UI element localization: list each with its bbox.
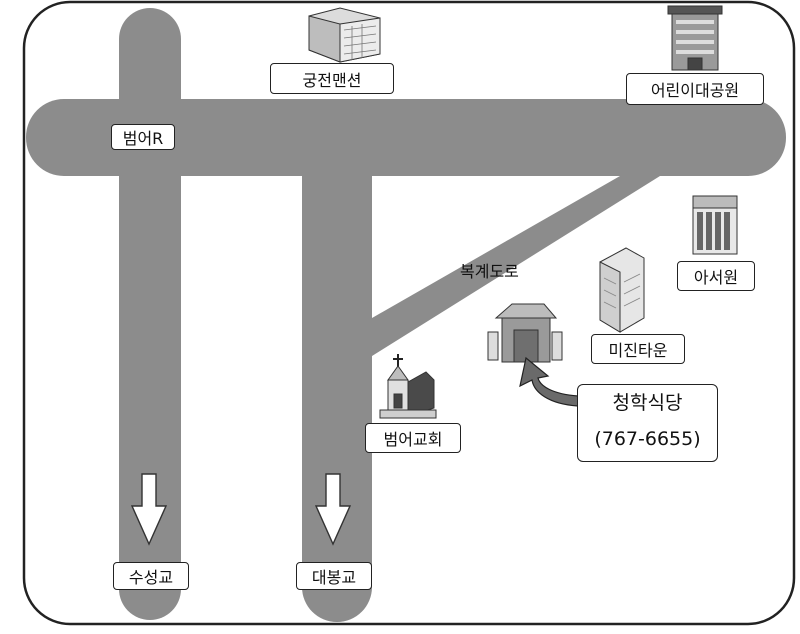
landmark-label-mansion: 궁전맨션 xyxy=(270,63,394,94)
road-network xyxy=(26,8,786,622)
bottom-label-suseonggyo: 수성교 xyxy=(113,562,189,590)
down-arrow-icon xyxy=(130,473,168,546)
church-icon xyxy=(379,354,437,419)
landmark-label-church: 범어교회 xyxy=(365,423,461,453)
office-tower-icon xyxy=(667,5,723,71)
road-diagonal xyxy=(372,176,660,356)
landmark-label-childrens-park: 어린이대공원 xyxy=(626,73,764,105)
destination-box: 청학식당 (767-6655) xyxy=(577,384,718,462)
destination-phone: (767-6655) xyxy=(594,428,701,450)
landmark-label-aseowon: 아서원 xyxy=(677,261,755,291)
down-arrow-icon xyxy=(314,473,352,546)
road-right-vertical xyxy=(302,110,372,622)
road-horizontal xyxy=(26,99,786,176)
apartment-building-icon xyxy=(308,7,381,63)
storefront-building-icon xyxy=(692,195,738,255)
destination-name: 청학식당 xyxy=(612,392,683,414)
road-label-diagonal: 복계도로 xyxy=(460,262,519,281)
curved-pointer-arrow-icon xyxy=(519,356,579,407)
landmark-label-mijin-town: 미진타운 xyxy=(591,334,685,364)
bottom-label-daebonggyo: 대봉교 xyxy=(296,562,372,590)
road-label-beomeo-r: 범어R xyxy=(111,124,175,150)
highrise-building-icon xyxy=(599,247,645,333)
road-left-vertical xyxy=(119,8,181,620)
